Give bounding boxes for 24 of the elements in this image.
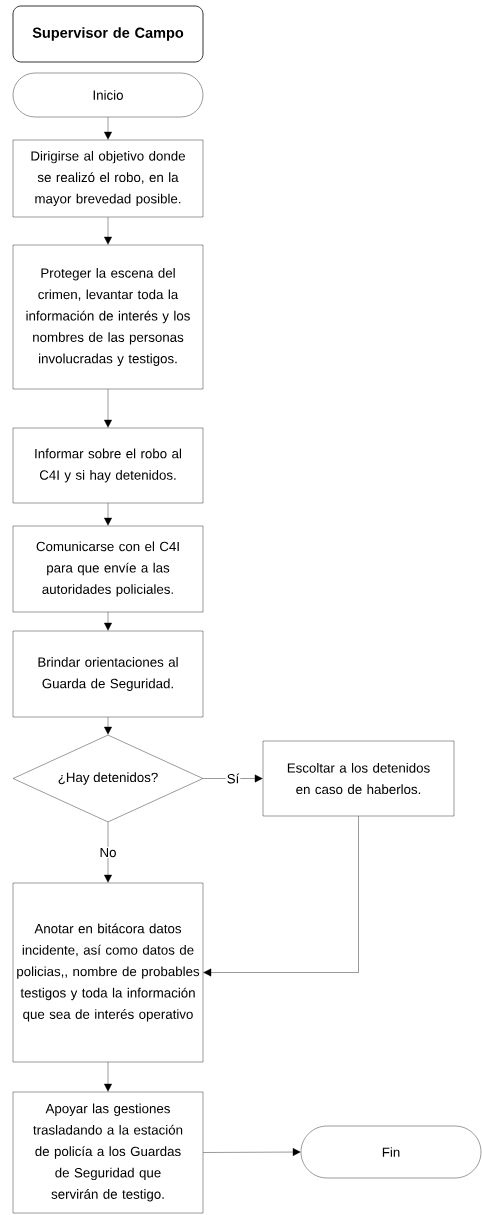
arrow: [104, 217, 112, 245]
arrow: [203, 774, 263, 783]
arrow: [104, 717, 112, 735]
process-box: Anotar en bitácora datos incidente, así como datos de policias,, nombre de probables testigos y toda la información que sea de interés operativo: [12, 882, 204, 1063]
process-box: Escoltar a los detenidos en caso de haberlos.: [262, 740, 455, 817]
process-box: Informar sobre el robo al C4I y si hay detenidos.: [12, 427, 204, 504]
arrow: [104, 389, 112, 428]
process-box: Proteger la escena del crimen, levantar toda la información de interés y los nombres de las personas involucradas y testigos.: [12, 244, 204, 390]
arrow: [104, 822, 112, 883]
edge-label: No: [98, 846, 118, 859]
process-box: Apoyar las gestiones trasladando a la estación de policía a los Guardas de Seguridad que servirán de testigo.: [12, 1091, 204, 1214]
arrow: [104, 117, 112, 140]
process-box: Comunicarse con el C4I para que envíe a las autoridades policiales.: [12, 525, 204, 613]
end-terminator: Fin: [300, 1125, 482, 1179]
lane-header: Supervisor de Campo: [12, 5, 204, 63]
arrow: [104, 503, 112, 526]
arrow: [104, 1062, 112, 1092]
start-terminator: Inicio: [12, 72, 204, 118]
arrow: [104, 612, 112, 631]
arrow: [203, 816, 359, 977]
process-box: Dirigirse al objetivo donde se realizó el robo, en la mayor brevedad posible.: [12, 139, 204, 218]
process-box: Brindar orientaciones al Guarda de Seguridad.: [12, 630, 204, 718]
arrow: [203, 1148, 301, 1156]
edge-label: Sí: [225, 772, 241, 785]
